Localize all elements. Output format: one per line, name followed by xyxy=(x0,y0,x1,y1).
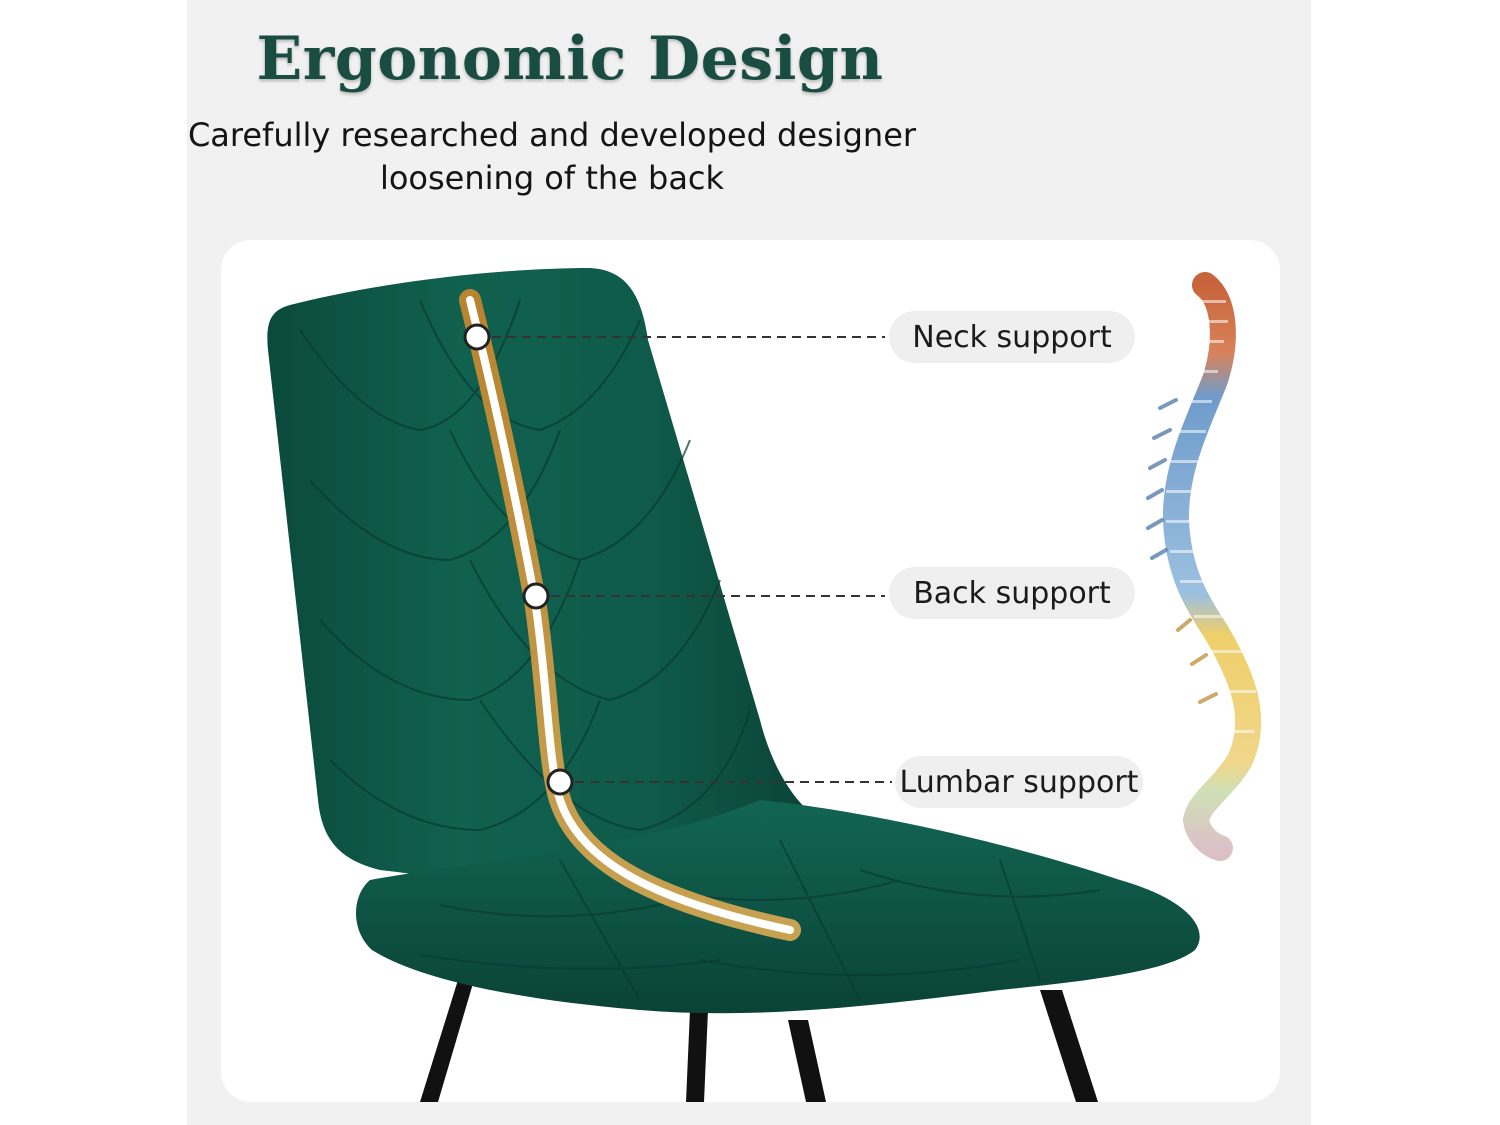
chair-leg-rear-left xyxy=(686,1010,708,1102)
back-support-text: Back support xyxy=(913,575,1111,611)
chair-seat xyxy=(356,800,1200,1014)
back-support-label: Back support xyxy=(889,567,1135,619)
neck-support-label: Neck support xyxy=(889,311,1135,363)
subtitle-line-1: Carefully researched and developed desig… xyxy=(187,116,917,154)
ergonomic-curve-highlight xyxy=(459,289,801,941)
chair-legs xyxy=(420,980,1098,1102)
spine-illustration xyxy=(1146,272,1262,861)
back-marker xyxy=(522,582,550,610)
page-subtitle: Carefully researched and developed desig… xyxy=(0,114,1104,200)
chair-leg-front-left xyxy=(420,980,474,1102)
page-title: Ergonomic Design xyxy=(256,24,884,94)
callout-connectors xyxy=(463,323,892,796)
neck-support-text: Neck support xyxy=(912,319,1112,355)
lumbar-support-text: Lumbar support xyxy=(899,764,1139,800)
chair-backrest xyxy=(267,268,820,889)
chair-leg-rear-right xyxy=(788,1020,826,1102)
lumbar-support-label: Lumbar support xyxy=(895,756,1143,808)
chair-leg-front-right xyxy=(1040,990,1098,1102)
neck-marker xyxy=(463,323,491,351)
lumbar-marker xyxy=(546,768,574,796)
subtitle-line-2: loosening of the back xyxy=(379,159,725,197)
